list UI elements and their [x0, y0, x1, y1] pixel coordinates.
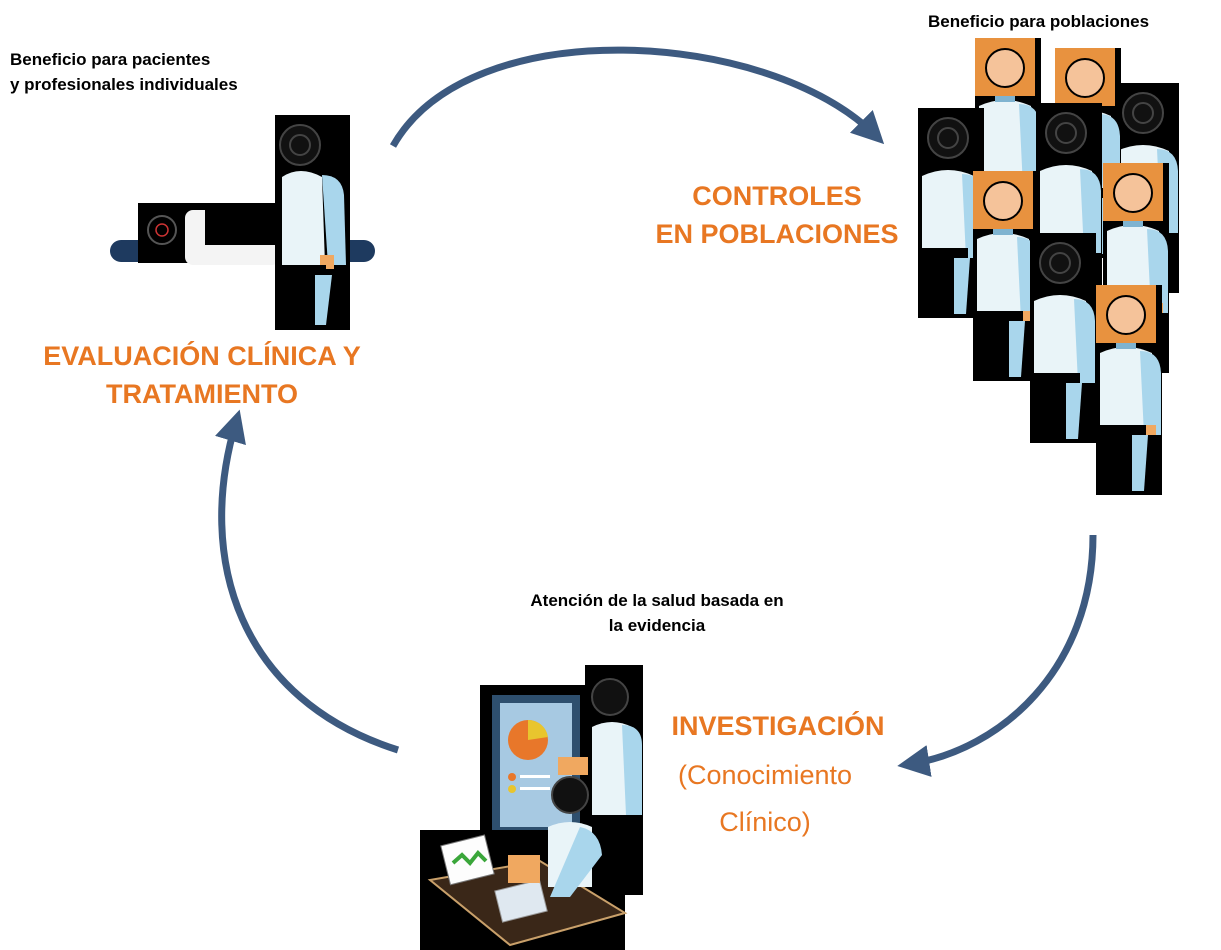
- populations-caption: Beneficio para poblaciones: [928, 12, 1150, 31]
- research-stage-line3: Clínico): [719, 807, 811, 837]
- clinical-stage-label: EVALUACIÓN CLÍNICA Y TRATAMIENTO: [18, 338, 386, 414]
- individual-caption-line2: y profesionales individuales: [10, 74, 238, 94]
- research-desk-icon: [420, 665, 643, 950]
- clinical-stage-line1: EVALUACIÓN CLÍNICA Y: [43, 341, 361, 371]
- arrow-right: [897, 534, 1097, 777]
- research-stage-line1: INVESTIGACIÓN: [671, 711, 885, 741]
- population-crowd-icon: [917, 37, 1180, 496]
- individual-caption: Beneficio para pacientes y profesionales…: [10, 48, 238, 97]
- controls-stage-label: CONTROLES EN POBLACIONES: [632, 178, 922, 254]
- controls-stage-line2: EN POBLACIONES: [655, 218, 899, 249]
- clinical-stage-line2: TRATAMIENTO: [106, 378, 298, 409]
- evidence-caption: Atención de la salud basada en la eviden…: [484, 589, 830, 638]
- arrow-left: [215, 409, 400, 754]
- research-stage-line2: (Conocimiento: [677, 760, 853, 790]
- controls-stage-line1: CONTROLES: [692, 181, 862, 211]
- arrow-top: [389, 46, 885, 148]
- evidence-caption-line2: la evidencia: [608, 615, 706, 635]
- evidence-caption-line1: Atención de la salud basada en: [530, 591, 784, 610]
- doctor-with-patient-icon: [110, 115, 375, 330]
- individual-caption-line1: Beneficio para pacientes: [10, 50, 211, 69]
